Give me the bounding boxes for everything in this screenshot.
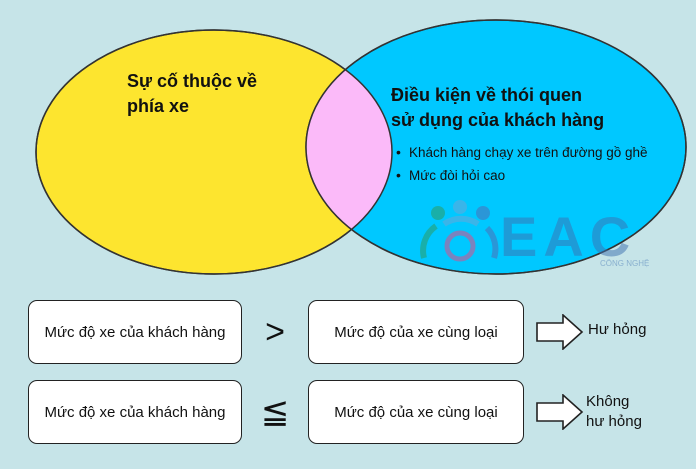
left-title-line1: Sự cố thuộc về [127, 71, 257, 91]
customer-level-label: Mức độ xe của khách hàng [44, 403, 226, 421]
arrow-right-icon [536, 314, 584, 350]
right-title-line2: sử dụng của khách hàng [391, 110, 604, 130]
less-or-equal-operator: ≦ [260, 393, 290, 431]
bullet-dot: • [396, 167, 401, 183]
watermark-brand: EAC [500, 205, 636, 268]
watermark-tagline: CÔNG NGHỆ [600, 259, 649, 268]
bullet-1: Khách hàng chạy xe trên đường gồ ghề [409, 145, 648, 160]
customer-level-box: Mức độ xe của khách hàng [28, 380, 242, 444]
same-type-level-box: Mức độ của xe cùng loại [308, 380, 524, 444]
right-title-line1: Điều kiện về thói quen [391, 85, 582, 105]
result-line2: hư hỏng [586, 413, 642, 430]
greater-than-operator: > [265, 313, 285, 351]
same-type-level-label: Mức độ của xe cùng loại [334, 403, 498, 421]
same-type-level-box: Mức độ của xe cùng loại [308, 300, 524, 364]
same-type-level-label: Mức độ của xe cùng loại [334, 323, 498, 341]
result-line1: Hư hỏng [588, 321, 647, 338]
customer-level-label: Mức độ xe của khách hàng [44, 323, 226, 341]
venn-diagram: Sự cố thuộc về phía xe Điều kiện về thói… [35, 19, 687, 275]
result-not-damaged: Không hư hỏng [586, 392, 642, 432]
result-damaged: Hư hỏng [588, 320, 646, 340]
result-line1: Không [586, 393, 630, 410]
bullet-dot: • [396, 144, 401, 160]
people-circle-logo-icon [420, 200, 499, 262]
customer-level-box: Mức độ xe của khách hàng [28, 300, 242, 364]
bullet-2: Mức đòi hỏi cao [409, 168, 505, 183]
left-title-line2: phía xe [127, 96, 189, 116]
arrow-right-icon [536, 394, 584, 430]
